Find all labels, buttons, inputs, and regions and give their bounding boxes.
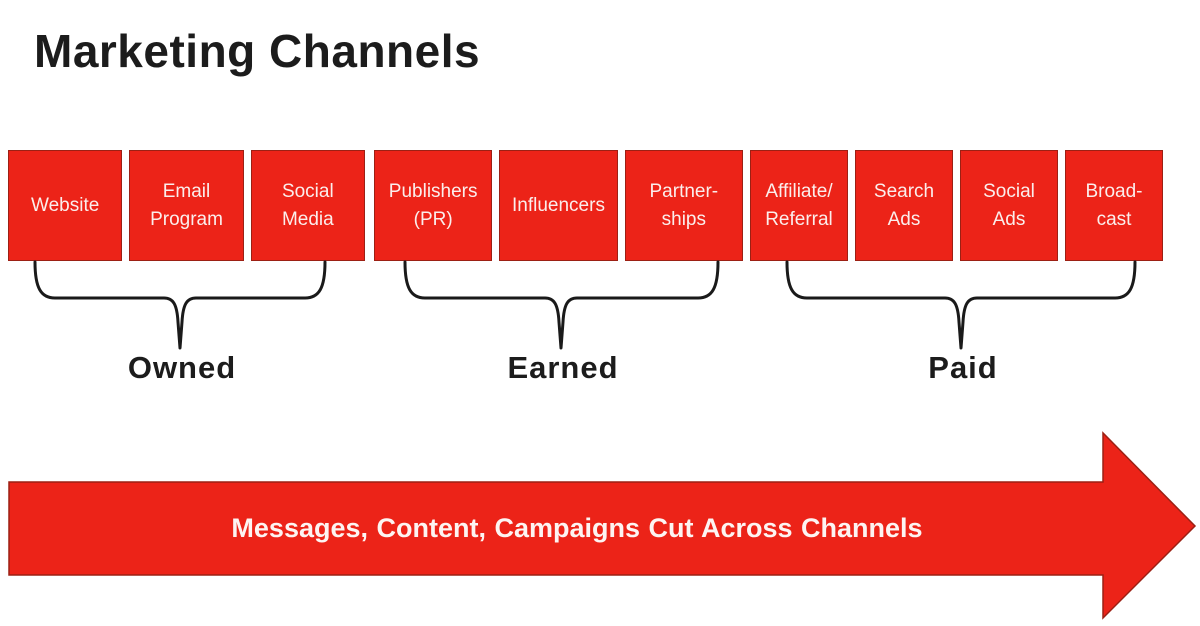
channel-box-label: Broad- cast — [1085, 180, 1143, 230]
channel-box-label: Email Program — [150, 180, 223, 230]
owned-brace-icon — [33, 260, 327, 350]
channel-box-label: Influencers — [512, 194, 605, 216]
channel-box: Social Media — [250, 150, 365, 261]
paid-boxes-row: Affiliate/ Referral Search Ads Social Ad… — [750, 150, 1163, 261]
earned-boxes-row: Publishers (PR) Influencers Partner- shi… — [374, 150, 743, 261]
channel-box-label: Social Ads — [983, 180, 1035, 230]
owned-boxes-row: Website Email Program Social Media — [8, 150, 365, 261]
group-label-owned: Owned — [127, 350, 237, 385]
page-title: Marketing Channels — [34, 25, 481, 77]
paid-brace-icon — [785, 260, 1137, 350]
earned-brace-icon — [403, 260, 720, 350]
channel-box: Affiliate/ Referral — [750, 150, 848, 261]
group-label-earned: Earned — [507, 350, 619, 385]
channel-box: Search Ads — [855, 150, 953, 261]
cross-channel-arrow-icon — [8, 431, 1197, 620]
arrow-label: Messages, Content, Campaigns Cut Across … — [231, 513, 923, 543]
group-label-paid: Paid — [928, 350, 998, 385]
channel-box: Publishers (PR) — [374, 150, 493, 261]
channel-box: Partner- ships — [624, 150, 743, 261]
channel-box-label: Partner- ships — [649, 180, 719, 230]
channel-box: Social Ads — [960, 150, 1058, 261]
channel-box-label: Website — [31, 194, 100, 216]
channel-box-label: Social Media — [281, 180, 334, 230]
channel-box: Influencers — [499, 150, 618, 261]
channel-box-label: Search Ads — [873, 180, 935, 230]
channel-box-label: Publishers (PR) — [388, 180, 478, 230]
channel-box-label: Affiliate/ Referral — [765, 180, 833, 230]
channel-box: Email Program — [129, 150, 244, 261]
channel-box: Website — [8, 150, 123, 261]
channel-box: Broad- cast — [1065, 150, 1163, 261]
